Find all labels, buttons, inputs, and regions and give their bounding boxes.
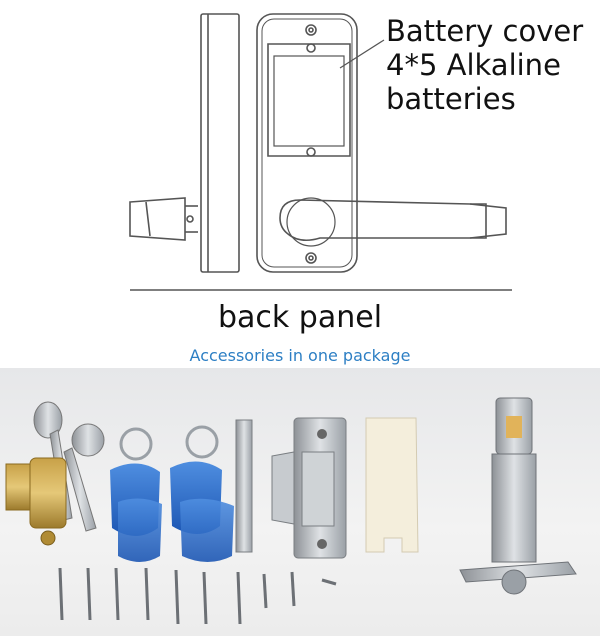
back-panel-diagram (129, 13, 512, 291)
latch-stub (129, 197, 186, 241)
rfid-key-fob (170, 425, 234, 562)
rfid-key-fob (110, 427, 162, 562)
spindle (235, 419, 253, 553)
label-leader-line (339, 39, 385, 69)
strike-plate (271, 417, 347, 559)
latch-mechanism (459, 397, 577, 595)
lever-handle (279, 199, 487, 242)
door-edge-outline (200, 13, 240, 273)
lock-cylinder (5, 457, 67, 546)
back-panel-label: back panel (217, 300, 383, 335)
accessories-caption: Accessories in one package (189, 346, 411, 365)
plastic-box-insert (365, 417, 419, 553)
back-panel-outline (256, 13, 358, 273)
screws (58, 567, 337, 625)
battery-cover (267, 43, 351, 157)
battery-cover-label: Battery cover 4*5 Alkaline batteries (386, 14, 584, 116)
accessories-photo (0, 368, 600, 636)
